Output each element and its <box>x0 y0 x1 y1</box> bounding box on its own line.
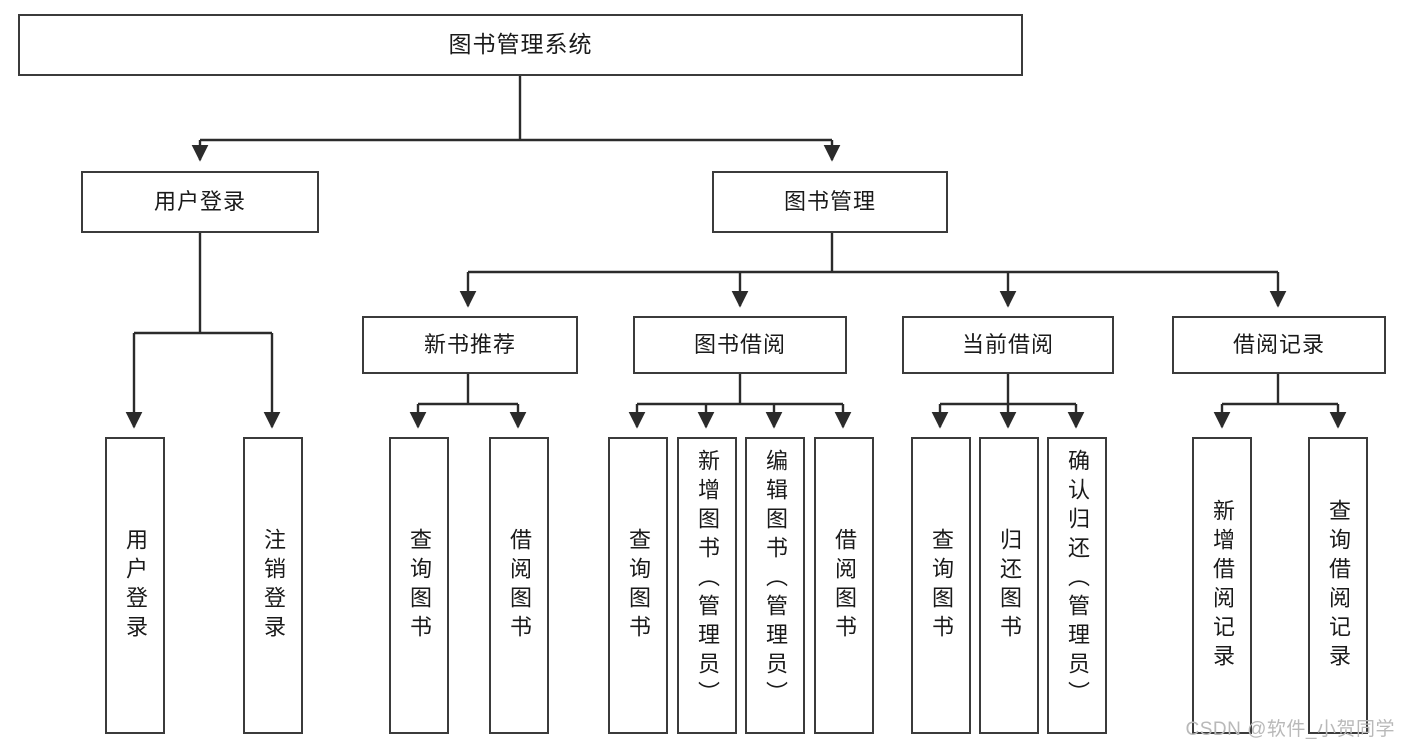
node-label: 新增图书（管理员） <box>695 449 720 710</box>
leaf-borrow-borrow-book[interactable]: 借阅图书 <box>814 437 874 734</box>
node-label: 编辑图书（管理员） <box>763 449 788 710</box>
leaf-user-login-login[interactable]: 用户登录 <box>105 437 165 734</box>
leaf-user-login-logout[interactable]: 注销登录 <box>243 437 303 734</box>
leaf-new-book-query[interactable]: 查询图书 <box>389 437 449 734</box>
node-label: 用户登录 <box>123 527 148 644</box>
node-label: 查询借阅记录 <box>1326 498 1351 673</box>
leaf-borrow-add-book[interactable]: 新增图书（管理员） <box>677 437 737 734</box>
leaf-record-query[interactable]: 查询借阅记录 <box>1308 437 1368 734</box>
node-book-management[interactable]: 图书管理 <box>712 171 948 233</box>
leaf-current-query-book[interactable]: 查询图书 <box>911 437 971 734</box>
node-label: 查询图书 <box>626 527 651 644</box>
leaf-current-return-book[interactable]: 归还图书 <box>979 437 1039 734</box>
leaf-record-add[interactable]: 新增借阅记录 <box>1192 437 1252 734</box>
node-label: 确认归还（管理员） <box>1065 449 1090 710</box>
node-root-system[interactable]: 图书管理系统 <box>18 14 1023 76</box>
node-new-book-recommend[interactable]: 新书推荐 <box>362 316 578 374</box>
node-label: 借阅图书 <box>507 527 532 644</box>
leaf-borrow-edit-book[interactable]: 编辑图书（管理员） <box>745 437 805 734</box>
node-label: 用户登录 <box>153 189 246 215</box>
node-label: 归还图书 <box>997 527 1022 644</box>
node-label: 查询图书 <box>929 527 954 644</box>
node-label: 图书管理系统 <box>448 31 593 58</box>
node-label: 注销登录 <box>261 527 286 644</box>
leaf-new-book-borrow[interactable]: 借阅图书 <box>489 437 549 734</box>
node-label: 借阅记录 <box>1232 332 1325 358</box>
node-label: 查询图书 <box>407 527 432 644</box>
node-borrow-record[interactable]: 借阅记录 <box>1172 316 1386 374</box>
node-label: 当前借阅 <box>961 332 1054 358</box>
node-user-login[interactable]: 用户登录 <box>81 171 319 233</box>
node-label: 新增借阅记录 <box>1210 498 1235 673</box>
node-label: 图书借阅 <box>693 332 786 358</box>
node-label: 图书管理 <box>783 189 876 215</box>
node-current-borrow[interactable]: 当前借阅 <box>902 316 1114 374</box>
node-label: 新书推荐 <box>423 332 516 358</box>
node-book-borrow[interactable]: 图书借阅 <box>633 316 847 374</box>
leaf-borrow-query-book[interactable]: 查询图书 <box>608 437 668 734</box>
leaf-current-confirm-return[interactable]: 确认归还（管理员） <box>1047 437 1107 734</box>
watermark-text: CSDN @软件_小贺同学 <box>1185 719 1395 740</box>
node-label: 借阅图书 <box>832 527 857 644</box>
